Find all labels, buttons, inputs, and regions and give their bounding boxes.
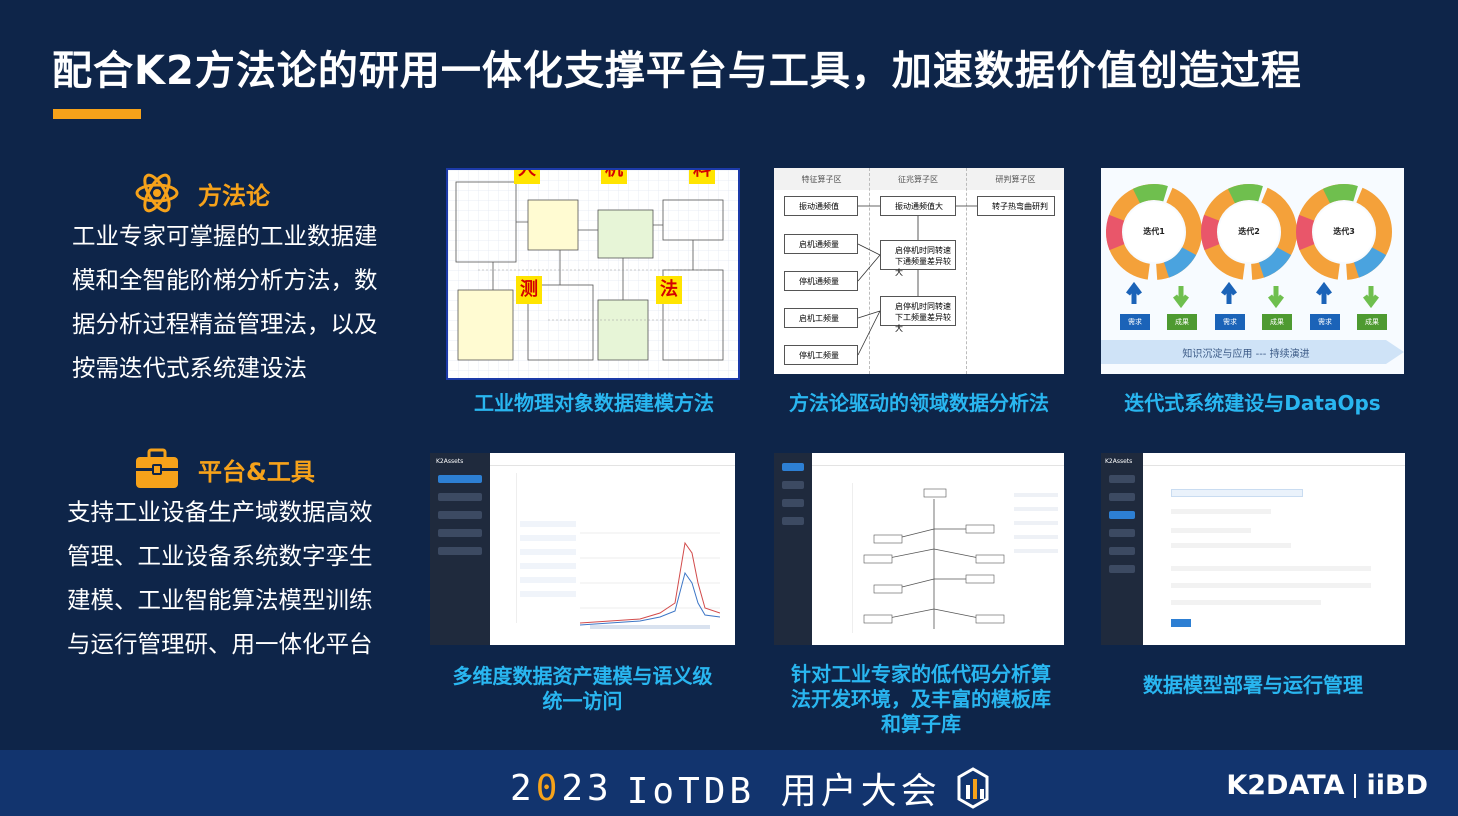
platform-line: 与运行管理研、用一体化平台 bbox=[67, 630, 373, 658]
event-title: 2023 IoTDB 用户大会 bbox=[510, 762, 991, 814]
assets-caption-line: 统一访问 bbox=[542, 689, 623, 713]
dataops-footer-text: 知识沉淀与应用 --- 持续演进 bbox=[1182, 349, 1310, 360]
tag-measure: 测 bbox=[516, 276, 542, 304]
methodology-line: 据分析过程精益管理法，以及 bbox=[72, 310, 378, 338]
lowcode-caption: 针对工业专家的低代码分析算 法开发环境，及丰富的模板库 和算子库 bbox=[774, 662, 1068, 737]
event-year: 2023 bbox=[510, 768, 613, 809]
footer-bar: 2023 IoTDB 用户大会 K2DATA iiBD bbox=[0, 750, 1458, 816]
platform-heading: 平台&工具 bbox=[134, 448, 315, 490]
feature-node: 停机工频量 bbox=[784, 345, 858, 365]
app-sidebar bbox=[774, 453, 812, 645]
lowcode-caption-line: 和算子库 bbox=[881, 712, 961, 736]
assets-caption-line: 多维度数据资产建模与语义级 bbox=[452, 664, 713, 688]
result-box: 成果 bbox=[1357, 314, 1387, 330]
result-box: 成果 bbox=[1167, 314, 1197, 330]
tag-machine: 机 bbox=[601, 170, 627, 184]
platform-text: 支持工业设备生产域数据高效 管理、工业设备系统数字孪生 建模、工业智能算法模型训… bbox=[67, 490, 373, 666]
column-judgment: 研判算子区 bbox=[995, 175, 1036, 184]
deploy-app-image: K2Assets bbox=[1101, 453, 1405, 645]
platform-label: 平台&工具 bbox=[198, 457, 315, 486]
assets-app-image: K2Assets bbox=[430, 453, 735, 645]
judgment-node: 转子热弯曲研判 bbox=[977, 196, 1055, 216]
platform-line: 管理、工业设备系统数字孪生 bbox=[67, 542, 373, 570]
feature-node: 停机通频量 bbox=[784, 271, 858, 291]
lowcode-caption-line: 法开发环境，及丰富的模板库 bbox=[791, 687, 1051, 711]
atom-icon bbox=[135, 173, 179, 213]
deploy-caption: 数据模型部署与运行管理 bbox=[1143, 673, 1363, 697]
methodology-line: 工业专家可掌握的工业数据建 bbox=[72, 222, 378, 250]
column-symptom: 征兆算子区 bbox=[898, 175, 938, 184]
trend-chart bbox=[580, 532, 720, 629]
briefcase-icon bbox=[136, 448, 178, 488]
feature-node: 振动通频值 bbox=[784, 196, 858, 216]
methodology-label: 方法论 bbox=[198, 181, 270, 210]
methodology-line: 按需迭代式系统建设法 bbox=[72, 354, 307, 382]
event-year-part: 2 bbox=[510, 767, 536, 809]
app-name: K2Assets bbox=[1105, 458, 1133, 465]
page-title: 配合K2方法论的研用一体化支撑平台与工具，加速数据价值创造过程 bbox=[52, 48, 1302, 94]
platform-line: 支持工业设备生产域数据高效 bbox=[67, 498, 373, 526]
app-sidebar: K2Assets bbox=[430, 453, 490, 645]
modeling-diagram-image: 人 机 料 测 法 bbox=[446, 168, 740, 380]
lowcode-app-image bbox=[774, 453, 1064, 645]
methodology-line: 模和全智能阶梯分析方法，数 bbox=[72, 266, 378, 294]
tag-method: 法 bbox=[656, 276, 682, 304]
column-feature: 特征算子区 bbox=[801, 175, 842, 184]
requirement-box: 需求 bbox=[1310, 314, 1340, 330]
tag-material: 料 bbox=[689, 170, 715, 184]
event-year-part: 23 bbox=[561, 767, 613, 809]
title-underline bbox=[53, 109, 141, 119]
iotdb-logo-icon bbox=[957, 767, 989, 809]
event-year-part: 0 bbox=[535, 767, 562, 809]
analysis-flow-image: 特征算子区 征兆算子区 研判算子区 振动通频值 启机通频量 停机通频量 启机工频… bbox=[774, 168, 1064, 374]
requirement-box: 需求 bbox=[1215, 314, 1245, 330]
feature-node: 启机工频量 bbox=[784, 308, 858, 328]
mind-map bbox=[863, 488, 1005, 629]
lowcode-caption-line: 针对工业专家的低代码分析算 bbox=[791, 662, 1051, 686]
symptom-node: 启停机时同转速下通频量差异较大 bbox=[880, 240, 956, 277]
iteration-label: 迭代3 bbox=[1333, 227, 1355, 236]
assets-caption: 多维度数据资产建模与语义级 统一访问 bbox=[430, 664, 735, 714]
app-name: K2Assets bbox=[436, 458, 464, 465]
symptom-node: 启停机时同转速下工频量差异较大 bbox=[880, 296, 956, 333]
dataops-caption: 迭代式系统建设与DataOps bbox=[1124, 391, 1381, 415]
feature-node: 启机通频量 bbox=[784, 234, 858, 254]
dataops-diagram bbox=[1101, 184, 1404, 364]
brand-separator bbox=[1354, 773, 1357, 798]
dataops-image: 迭代1 迭代2 迭代3 需求 成果 需求 成果 需求 成果 知识沉淀与应用 --… bbox=[1101, 168, 1404, 374]
symptom-node: 振动通频值大 bbox=[880, 196, 956, 216]
iteration-label: 迭代1 bbox=[1143, 227, 1165, 236]
analysis-caption: 方法论驱动的领域数据分析法 bbox=[789, 391, 1049, 415]
requirement-box: 需求 bbox=[1120, 314, 1150, 330]
iteration-label: 迭代2 bbox=[1238, 227, 1260, 236]
modeling-diagram bbox=[448, 170, 738, 378]
brand-logos: K2DATA iiBD bbox=[1226, 770, 1428, 801]
methodology-text: 工业专家可掌握的工业数据建 模和全智能阶梯分析方法，数 据分析过程精益管理法，以… bbox=[72, 214, 378, 390]
iibd-logo: iiBD bbox=[1366, 770, 1428, 801]
methodology-heading: 方法论 bbox=[134, 170, 270, 216]
app-sidebar: K2Assets bbox=[1101, 453, 1143, 645]
platform-line: 建模、工业智能算法模型训练 bbox=[67, 586, 373, 614]
tag-person: 人 bbox=[514, 170, 540, 184]
event-name: IoTDB 用户大会 bbox=[626, 771, 941, 812]
modeling-caption: 工业物理对象数据建模方法 bbox=[474, 391, 714, 415]
result-box: 成果 bbox=[1262, 314, 1292, 330]
k2data-logo: K2DATA bbox=[1226, 770, 1345, 801]
